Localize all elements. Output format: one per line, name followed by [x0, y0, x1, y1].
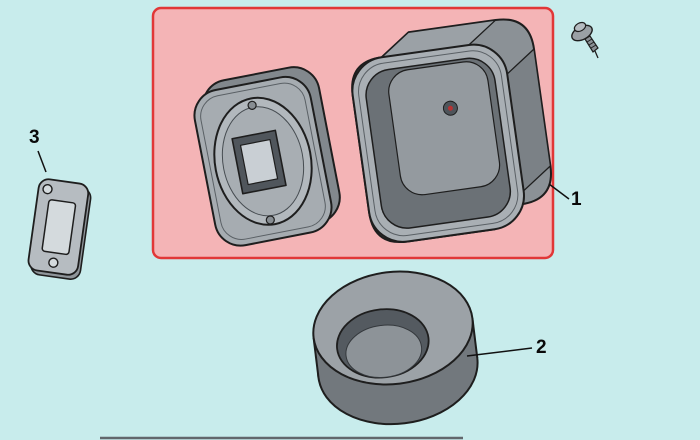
callout-label-part2[interactable]: 2: [536, 337, 547, 358]
gasket-bolt-hole-bottom: [48, 257, 59, 268]
cover-screw-hole-top: [247, 100, 257, 110]
gasket-bolt-hole-top: [42, 183, 53, 195]
part-1-housing-drawing[interactable]: [345, 15, 558, 246]
gasket-port-cutout: [41, 199, 77, 256]
cover-port-inner: [239, 138, 279, 186]
leader-line-part1: [548, 183, 570, 200]
screw-icon[interactable]: [569, 21, 599, 59]
housing-hole-marker: [447, 105, 453, 111]
housing-rim-lip-line: [358, 50, 519, 237]
cover-screw-hole-bottom: [265, 215, 275, 225]
callout-label-part3[interactable]: 3: [29, 127, 40, 148]
screw-thread-line: [588, 41, 595, 46]
leader-line-part2: [466, 347, 533, 357]
screw-head: [573, 21, 587, 33]
screw-thread-line: [586, 38, 593, 43]
part-1-cover-drawing[interactable]: [188, 63, 345, 250]
housing-interior-floor: [388, 61, 501, 196]
callout-label-part1[interactable]: 1: [571, 189, 582, 210]
filter-hole-floor: [345, 324, 423, 379]
leader-line-part3: [37, 150, 47, 173]
part-3-gasket-drawing[interactable]: [27, 178, 93, 280]
part-2-filter-drawing[interactable]: [307, 263, 484, 433]
cover-plate-inner-line: [200, 82, 326, 240]
screw-tip: [594, 50, 599, 59]
screw-thread-line: [590, 44, 597, 49]
